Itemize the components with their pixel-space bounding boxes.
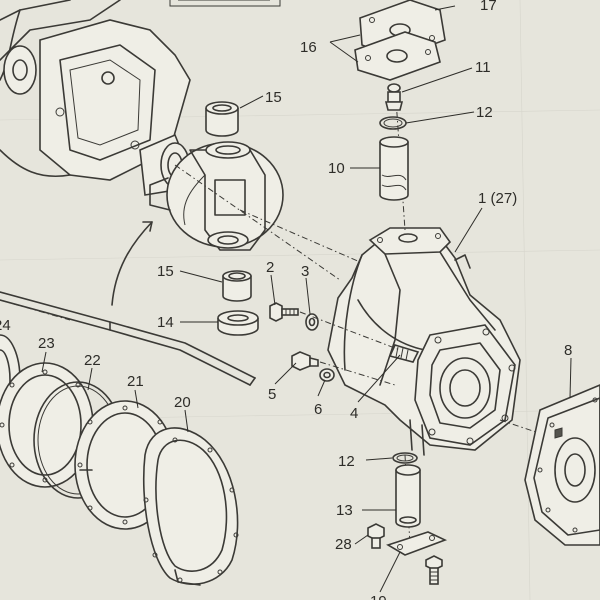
callout-5: 5 xyxy=(268,386,276,403)
leader-lines xyxy=(41,5,572,593)
knuckle-ball xyxy=(149,141,284,251)
king-pin-upper xyxy=(379,136,409,201)
king-pin-lower xyxy=(395,464,421,528)
callout-10: 10 xyxy=(328,160,345,177)
callout-19: 19 xyxy=(370,593,387,600)
axle-housing xyxy=(0,0,191,196)
oil-seal xyxy=(217,310,259,336)
bolt-lower-right xyxy=(425,555,443,585)
o-ring-lower xyxy=(392,452,418,464)
callout-28: 28 xyxy=(335,536,352,553)
callout-15-upper: 15 xyxy=(265,89,282,106)
callout-12-lower: 12 xyxy=(338,453,355,470)
plate-16 xyxy=(354,31,441,81)
lock-plate xyxy=(386,531,448,556)
title-box-fragment xyxy=(169,0,281,7)
knuckle-housing xyxy=(327,227,521,456)
callout-8: 8 xyxy=(564,342,572,359)
callout-23: 23 xyxy=(38,335,55,352)
frame-lines xyxy=(0,291,256,386)
assembly-arrowhead xyxy=(142,221,153,232)
callout-20: 20 xyxy=(174,394,191,411)
callout-15-lower: 15 xyxy=(157,263,174,280)
callout-11: 11 xyxy=(475,59,491,76)
washer-3 xyxy=(305,313,319,331)
assembly-arrow xyxy=(111,221,153,306)
callout-16: 16 xyxy=(300,39,317,56)
callouts: 15 16 17 11 12 10 1 (27) 15 14 2 3 5 6 4… xyxy=(0,0,572,600)
callout-17: 17 xyxy=(480,0,497,14)
callout-14: 14 xyxy=(157,314,174,331)
bolt-5 xyxy=(291,351,319,371)
callout-21: 21 xyxy=(127,373,144,390)
callout-1: 1 (27) xyxy=(478,190,517,207)
o-ring-upper xyxy=(379,116,407,130)
callout-6: 6 xyxy=(314,401,322,418)
callout-24: 24 xyxy=(0,317,11,334)
gasket-20 xyxy=(142,427,239,586)
washer-6 xyxy=(319,368,335,382)
grease-fitting xyxy=(384,83,404,111)
bolt-2 xyxy=(269,302,299,322)
bolt-28 xyxy=(367,523,385,549)
callout-4: 4 xyxy=(350,405,358,422)
callout-13: 13 xyxy=(336,502,353,519)
callout-22: 22 xyxy=(84,352,101,369)
callout-12-upper: 12 xyxy=(476,104,493,121)
bushing-upper xyxy=(205,101,239,137)
bushing-lower xyxy=(222,270,252,302)
callout-2: 2 xyxy=(266,259,274,276)
callout-3: 3 xyxy=(301,263,309,280)
hub-assembly xyxy=(524,384,600,546)
